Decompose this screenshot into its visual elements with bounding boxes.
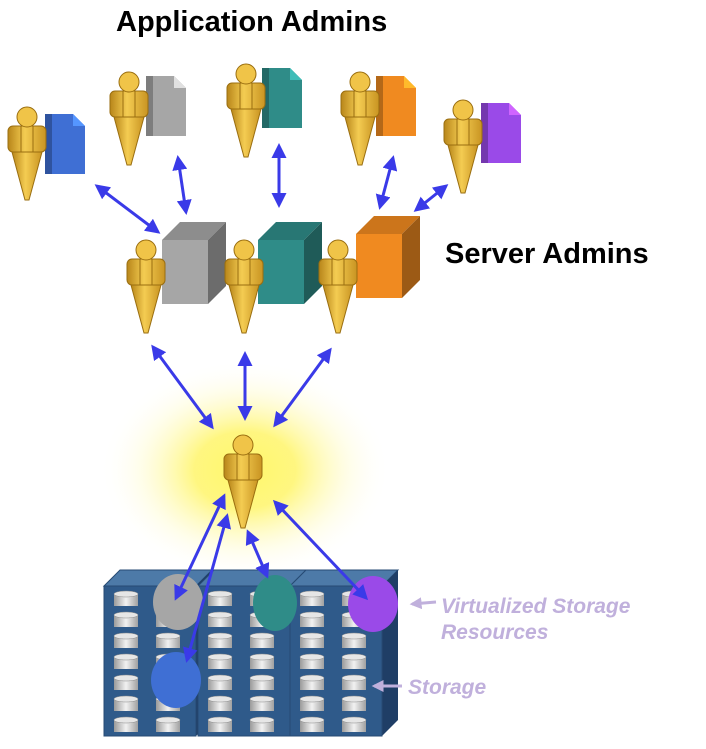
arrow-6 bbox=[151, 344, 214, 430]
storage-admin-figure bbox=[223, 434, 263, 529]
app-admin-3 bbox=[226, 63, 266, 158]
arrow-10 bbox=[182, 513, 232, 663]
arrow-8 bbox=[273, 347, 332, 428]
volume-gray bbox=[153, 574, 203, 630]
app-document-3 bbox=[262, 68, 302, 128]
arrow-11 bbox=[245, 529, 270, 579]
server-box-1 bbox=[162, 222, 226, 304]
virtualized-storage-label-line1: Virtualized Storage bbox=[441, 595, 631, 618]
app-document-4 bbox=[376, 76, 416, 136]
volume-blue bbox=[151, 652, 201, 708]
server-admins-group bbox=[126, 216, 420, 334]
volume-purple bbox=[348, 576, 398, 632]
server-admins-label: Server Admins bbox=[445, 238, 649, 270]
app-admin-5 bbox=[443, 99, 483, 194]
server-box-2 bbox=[258, 222, 322, 304]
arrow-12 bbox=[272, 499, 369, 601]
server-admin-2 bbox=[224, 239, 264, 334]
app-admin-1 bbox=[7, 106, 47, 201]
arrow-2 bbox=[172, 155, 192, 215]
storage-admin bbox=[223, 434, 263, 529]
volume-teal bbox=[253, 575, 297, 631]
annotation-pointers bbox=[371, 597, 437, 692]
arrow-4 bbox=[375, 155, 398, 210]
server-admin-3 bbox=[318, 239, 358, 334]
virtualized-storage-label-line2: Resources bbox=[441, 621, 549, 644]
application-admins-group bbox=[7, 63, 521, 201]
storage-label: Storage bbox=[408, 676, 487, 699]
application-admins-label: Application Admins bbox=[116, 6, 388, 38]
arrow-1 bbox=[94, 184, 161, 234]
app-document-2 bbox=[146, 76, 186, 136]
arrow-5 bbox=[413, 184, 449, 212]
pointer-virtualized bbox=[409, 597, 437, 610]
app-document-1 bbox=[45, 114, 85, 174]
server-admin-1 bbox=[126, 239, 166, 334]
app-admin-2 bbox=[109, 71, 149, 166]
connection-arrows bbox=[94, 143, 449, 663]
server-box-3 bbox=[356, 216, 420, 298]
virtualized-storage-label: Virtualized Storage Resources bbox=[441, 594, 630, 646]
app-admin-4 bbox=[340, 71, 380, 166]
app-document-5 bbox=[481, 103, 521, 163]
